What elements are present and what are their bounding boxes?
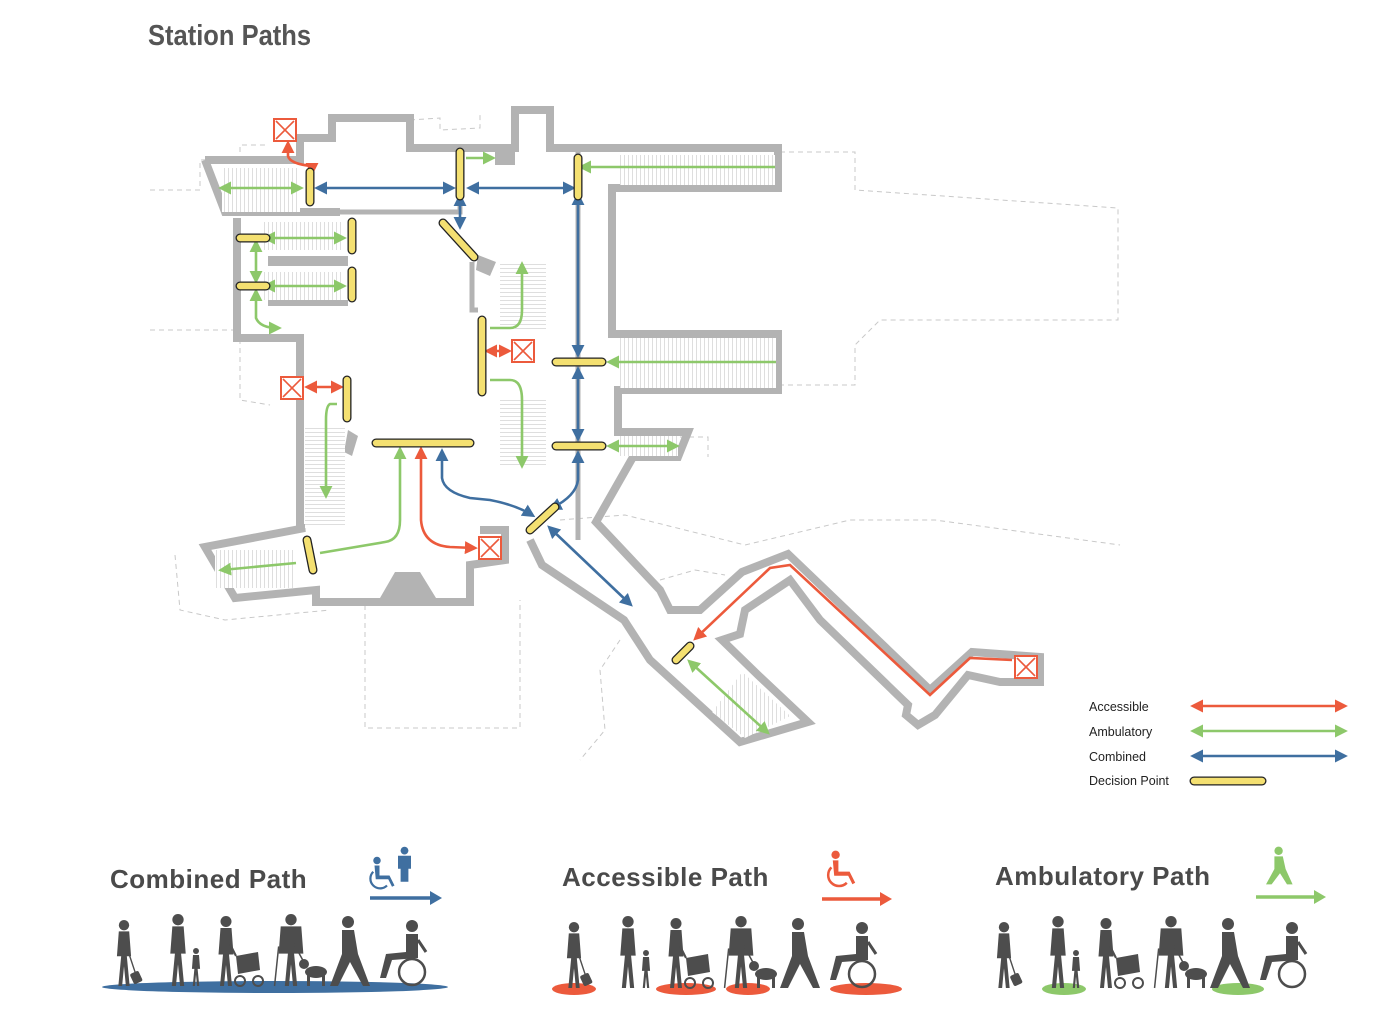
person-silhouette (218, 916, 234, 986)
walking-person-icon (1256, 846, 1326, 904)
context-outline (780, 151, 1119, 386)
ambulatory-floor-spot (1042, 983, 1086, 995)
path-title-combined: Combined Path (110, 864, 308, 894)
legend (1189, 699, 1348, 786)
wall-block (268, 300, 348, 306)
context-outline (659, 569, 726, 581)
context-outline (409, 115, 481, 131)
stair (222, 168, 300, 212)
person-silhouette (170, 914, 186, 986)
context-outline (364, 600, 521, 729)
legend-label-ambulatory: Ambulatory (1089, 725, 1153, 739)
wall-block (344, 430, 358, 456)
combined-path (547, 525, 633, 607)
ambulatory-path (249, 288, 282, 335)
person-silhouette (996, 922, 1023, 988)
context-outline (150, 329, 271, 406)
person-silhouette (668, 918, 684, 988)
guide-dog-silhouette (1173, 945, 1207, 988)
wheelchair-user-silhouette (1260, 922, 1308, 989)
inner-wall (469, 262, 478, 313)
ambulatory-paths (218, 151, 776, 735)
person-silhouette (1071, 950, 1081, 988)
walking-person-silhouette (780, 918, 820, 988)
guide-dog-silhouette (743, 945, 777, 988)
wall-north-wing (205, 106, 1044, 747)
person-silhouette (566, 922, 593, 988)
person-silhouette (1098, 918, 1114, 988)
ambulatory-path-illustration (996, 916, 1308, 995)
accessible-paths (281, 140, 1013, 697)
legend-label-accessible: Accessible (1089, 700, 1149, 714)
stroller-silhouette (679, 945, 714, 989)
context-outline (559, 514, 1121, 546)
ambulatory-path (218, 561, 297, 576)
person-silhouette (273, 914, 304, 987)
elevator-icon (478, 536, 502, 560)
diagram-title: Station Paths (148, 20, 312, 52)
ambulatory-path (490, 378, 529, 469)
decision-point (525, 502, 560, 535)
elevator-icon (273, 118, 297, 142)
decision-point (438, 218, 479, 262)
person-silhouette (116, 920, 143, 986)
legend-label-decision-point: Decision Point (1089, 774, 1169, 788)
elevator-icon (511, 339, 535, 363)
person-silhouette (641, 950, 651, 988)
wall-block (495, 150, 515, 165)
building-walls (198, 106, 1044, 747)
accessible-path (414, 446, 478, 555)
building-fills (268, 150, 515, 598)
wall-block (476, 255, 496, 276)
path-title-ambulatory: Ambulatory Path (995, 861, 1211, 891)
combined-path-illustration (102, 914, 448, 993)
walking-person-silhouette (1210, 918, 1250, 988)
elevator-icon (1014, 655, 1038, 679)
context-outline (174, 554, 331, 621)
person-silhouette (1050, 916, 1066, 988)
stroller-silhouette (229, 943, 264, 987)
guide-dog-silhouette (293, 943, 327, 986)
ambulatory-floor-spot (1212, 983, 1264, 995)
combined-floor-ellipse (102, 981, 448, 993)
wheelchair-icon (822, 850, 892, 906)
combined-path (548, 450, 585, 510)
decision-point (302, 535, 318, 575)
person-silhouette (723, 916, 754, 989)
accessible-floor-spot (830, 983, 902, 995)
elevators (273, 118, 1038, 679)
wheelchair-user-silhouette (830, 922, 878, 989)
elevator-icon (280, 376, 304, 400)
accessible-floor-spot (552, 983, 596, 995)
legend-label-combined: Combined (1089, 750, 1146, 764)
wheelchair-and-person-icon (369, 846, 442, 905)
accessible-floor-spot (726, 983, 770, 995)
walking-person-silhouette (330, 916, 370, 986)
accessible-path-illustration (552, 916, 902, 995)
person-silhouette (191, 948, 201, 986)
inner-wall (340, 148, 463, 215)
path-types (102, 846, 1326, 995)
ambulatory-path (319, 446, 407, 555)
elevator-core (380, 572, 436, 598)
person-silhouette (1153, 916, 1184, 989)
accessible-path (281, 140, 319, 176)
stair (262, 222, 342, 250)
path-title-accessible: Accessible Path (562, 862, 769, 892)
accessible-path (693, 563, 1013, 697)
wall-block (268, 256, 348, 266)
wheelchair-user-silhouette (380, 920, 428, 987)
ambulatory-path (319, 402, 337, 499)
ambulatory-path (490, 261, 529, 330)
person-silhouette (620, 916, 636, 988)
decision-point (671, 641, 695, 665)
stair (620, 155, 775, 185)
ambulatory-path (687, 659, 770, 735)
stroller-silhouette (1109, 945, 1144, 989)
decision-points (235, 147, 695, 665)
context-outline (579, 639, 621, 761)
